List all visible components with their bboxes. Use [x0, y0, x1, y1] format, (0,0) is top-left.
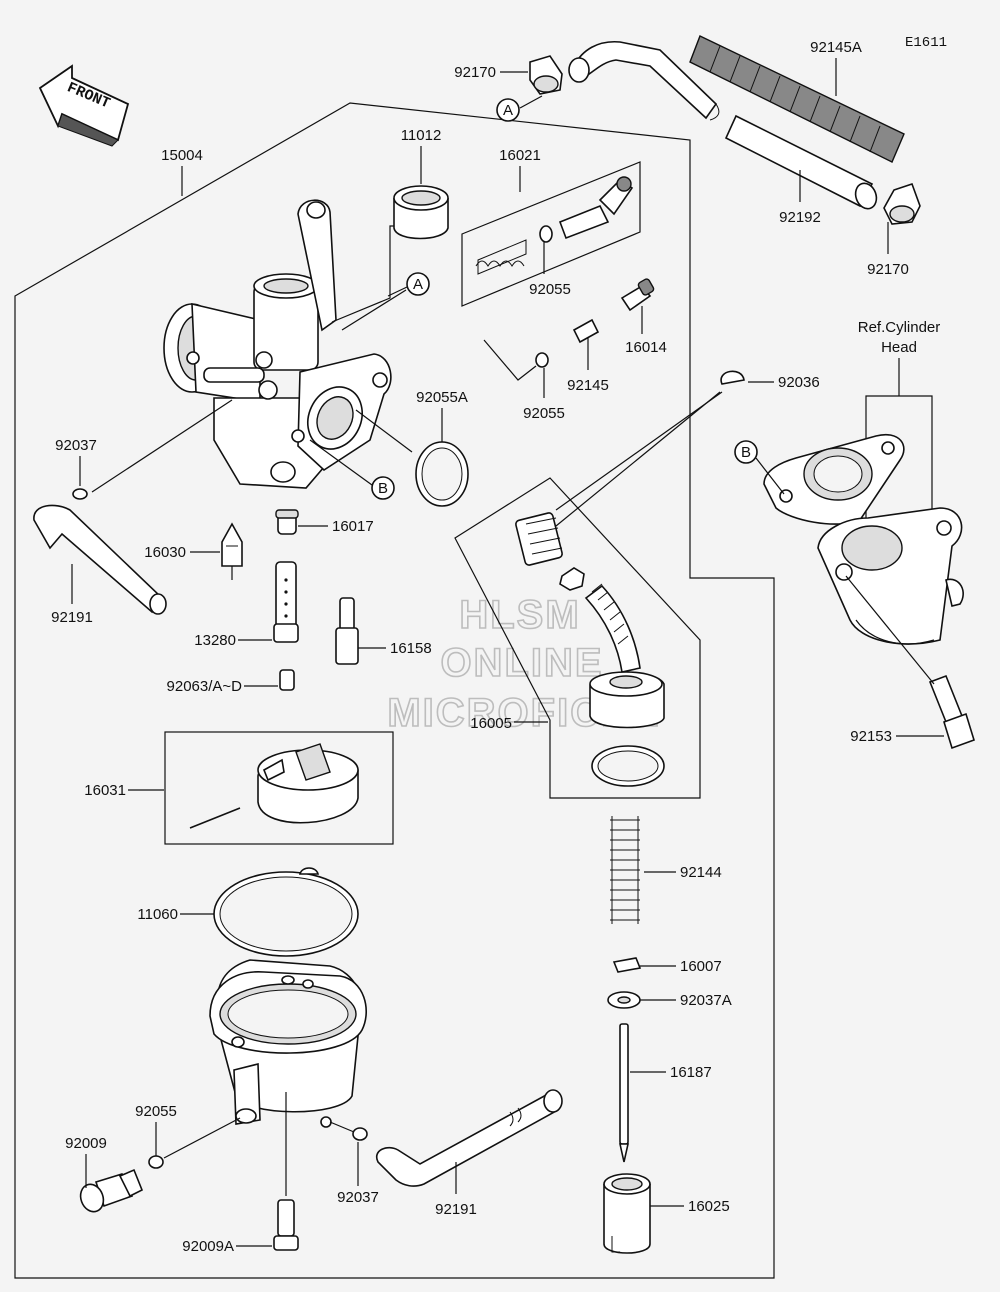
label-16014: 16014 [625, 339, 667, 356]
kit-box-16021 [461, 161, 641, 307]
part-16031-float [128, 743, 359, 829]
part-92009a-screw [236, 1199, 299, 1251]
part-92191-hose-bottom [375, 1089, 563, 1194]
callout-b-head: B [741, 444, 751, 461]
label-92037-top: 92037 [55, 437, 97, 454]
label-92192: 92192 [779, 209, 821, 226]
part-16021-kit [475, 176, 634, 275]
front-arrow-icon: FRONT [38, 64, 130, 147]
assembly-boundary [14, 102, 775, 1279]
part-92153-bolt [845, 575, 975, 750]
label-92153: 92153 [850, 728, 892, 745]
callout-a-body: A [413, 276, 423, 293]
label-92009: 92009 [65, 1135, 107, 1152]
part-92037-clip-top [72, 488, 88, 500]
callout-a-hose: A [503, 102, 513, 119]
label-92037a: 92037A [680, 992, 732, 1009]
ref-note-line-1: Ref.Cylinder [858, 319, 941, 336]
label-16031: 16031 [84, 782, 126, 799]
part-16030-needle [190, 522, 243, 580]
label-92170-right: 92170 [867, 261, 909, 278]
watermark-line-2: ONLINE [440, 641, 603, 685]
label-92055-b: 92055 [523, 405, 565, 422]
part-92009-screw [79, 1154, 144, 1213]
label-16021: 16021 [499, 147, 541, 164]
part-labels: 15004 11012 16021 92170 92145A 92192 921… [51, 39, 940, 1255]
label-92145: 92145 [567, 377, 609, 394]
callout-b-body: B [378, 480, 388, 497]
part-16007-clip [612, 957, 642, 973]
label-92145a: 92145A [810, 39, 862, 56]
label-92144: 92144 [680, 864, 722, 881]
part-92145-spring [572, 318, 600, 370]
label-16007: 16007 [680, 958, 722, 975]
part-92037-clip-bottom [352, 1127, 368, 1141]
watermark-line-1: HLSM [459, 593, 580, 637]
label-92191-bottom: 92191 [435, 1201, 477, 1218]
cylinder-head-reference [763, 433, 964, 645]
label-92009a: 92009A [182, 1238, 234, 1255]
fuel-hose-assembly [500, 35, 921, 254]
kit-box-16005 [454, 477, 701, 799]
part-float-bowl [209, 959, 367, 1196]
label-16017: 16017 [332, 518, 374, 535]
label-16187: 16187 [670, 1064, 712, 1081]
label-92055-c: 92055 [135, 1103, 177, 1120]
part-16187-needle [619, 1023, 666, 1163]
part-16005-cap [514, 391, 723, 729]
label-11012: 11012 [401, 127, 442, 144]
label-16005: 16005 [470, 715, 512, 732]
label-16030: 16030 [144, 544, 186, 561]
label-92037-bottom: 92037 [337, 1189, 379, 1206]
label-92055a: 92055A [416, 389, 468, 406]
label-15004: 15004 [161, 147, 203, 164]
label-92191-top: 92191 [51, 609, 93, 626]
ref-note-line-2: Head [881, 339, 917, 356]
carburetor-body [163, 199, 410, 489]
part-16025-slide [603, 1173, 684, 1254]
part-92036-clip [720, 370, 745, 385]
label-16025: 16025 [688, 1198, 730, 1215]
label-92036: 92036 [778, 374, 820, 391]
kit-box-16031 [164, 731, 394, 845]
label-13280: 13280 [194, 632, 236, 649]
part-92055-oring [535, 352, 549, 368]
part-92144-spring [610, 816, 676, 924]
part-16158-jet [335, 597, 386, 665]
label-92063: 92063/A~D [167, 678, 243, 695]
part-13280-emulsion-tube [238, 561, 299, 643]
label-16158: 16158 [390, 640, 432, 657]
label-92170-top: 92170 [454, 64, 496, 81]
part-92191-hose-top [33, 504, 161, 614]
part-92055-oring-bottom [148, 1155, 164, 1169]
part-92063-jet [244, 669, 295, 691]
label-11060: 11060 [137, 906, 178, 923]
label-92055-a: 92055 [529, 281, 571, 298]
part-11012-ring [393, 146, 449, 240]
part-16017-jet [275, 509, 328, 535]
part-16014-screw [620, 278, 655, 334]
diagram-code: E1611 [905, 35, 947, 51]
